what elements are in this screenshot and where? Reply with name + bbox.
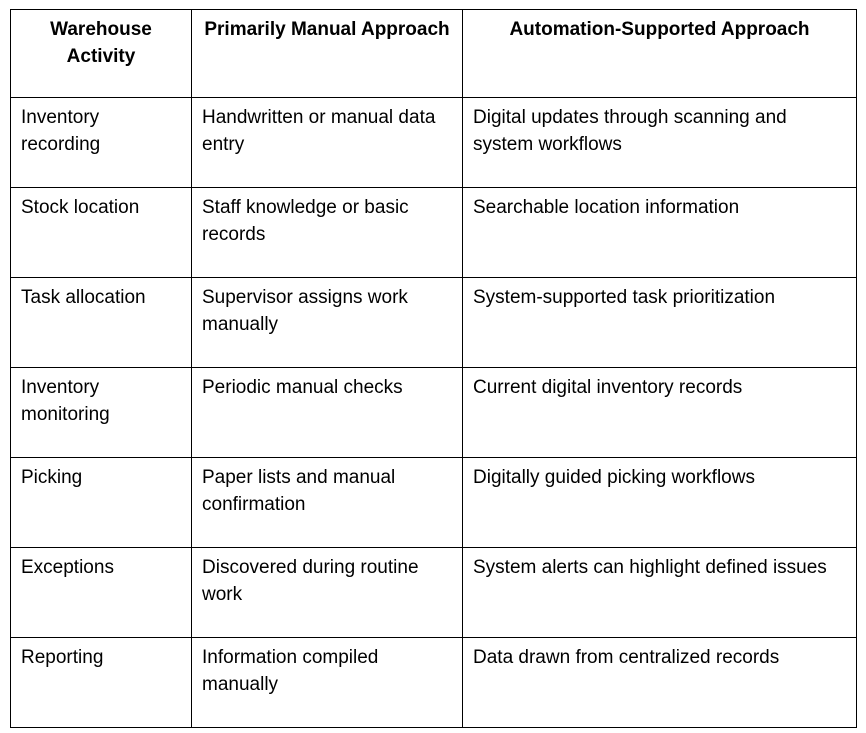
manual-cell: Information compiled manually: [191, 637, 463, 728]
table-row: Reporting Information compiled manually …: [10, 637, 857, 728]
automation-cell: Current digital inventory records: [462, 367, 857, 458]
automation-cell: System alerts can highlight defined issu…: [462, 547, 857, 638]
automation-cell: System-supported task prioritization: [462, 277, 857, 368]
manual-cell: Staff knowledge or basic records: [191, 187, 463, 278]
table-row: Exceptions Discovered during routine wor…: [10, 547, 857, 638]
manual-cell: Periodic manual checks: [191, 367, 463, 458]
table-row: Inventory recording Handwritten or manua…: [10, 97, 857, 188]
manual-cell: Discovered during routine work: [191, 547, 463, 638]
automation-cell: Digitally guided picking workflows: [462, 457, 857, 548]
activity-cell: Inventory recording: [10, 97, 192, 188]
manual-cell: Supervisor assigns work manually: [191, 277, 463, 368]
activity-cell: Task allocation: [10, 277, 192, 368]
manual-cell: Handwritten or manual data entry: [191, 97, 463, 188]
activity-cell: Stock location: [10, 187, 192, 278]
activity-cell: Exceptions: [10, 547, 192, 638]
header-manual-approach: Primarily Manual Approach: [191, 9, 463, 98]
table-row: Inventory monitoring Periodic manual che…: [10, 367, 857, 458]
header-automation-approach: Automation-Supported Approach: [462, 9, 857, 98]
automation-cell: Data drawn from centralized records: [462, 637, 857, 728]
manual-cell: Paper lists and manual confirmation: [191, 457, 463, 548]
activity-cell: Reporting: [10, 637, 192, 728]
table-header-row: Warehouse Activity Primarily Manual Appr…: [10, 9, 857, 98]
table-row: Stock location Staff knowledge or basic …: [10, 187, 857, 278]
activity-cell: Picking: [10, 457, 192, 548]
table-row: Picking Paper lists and manual confirmat…: [10, 457, 857, 548]
activity-cell: Inventory monitoring: [10, 367, 192, 458]
comparison-table: Warehouse Activity Primarily Manual Appr…: [10, 9, 857, 728]
automation-cell: Searchable location information: [462, 187, 857, 278]
header-warehouse-activity: Warehouse Activity: [10, 9, 192, 98]
table-row: Task allocation Supervisor assigns work …: [10, 277, 857, 368]
automation-cell: Digital updates through scanning and sys…: [462, 97, 857, 188]
